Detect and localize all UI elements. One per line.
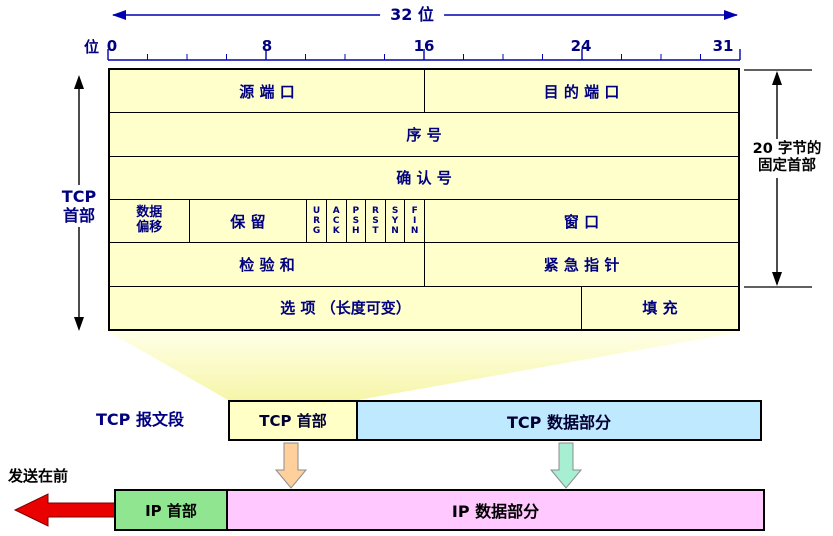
row-checksum: 检 验 和 紧 急 指 针: [110, 242, 738, 286]
tcp-header-side-label: TCP 首部: [50, 185, 108, 228]
row-seq: 序 号: [110, 112, 738, 155]
row-flags: 数据 偏移 保 留 U R G A C K P S H R S T S Y N …: [110, 198, 738, 243]
source-port-cell: 源 端 口: [239, 82, 295, 101]
tcp-data-down-arrow: [549, 442, 583, 489]
padding-cell: 填 充: [581, 286, 738, 329]
fixed-header-extent-arrow: [744, 69, 812, 288]
tick-24: 24: [570, 37, 592, 55]
window-cell: 窗 口: [424, 199, 738, 243]
tcp-header-box: TCP 首部: [228, 400, 358, 441]
data-offset-cell: 数据 偏移: [136, 205, 163, 236]
ack-num-cell: 确 认 号: [396, 169, 452, 188]
zoom-trapezoid: [109, 332, 740, 400]
checksum-cell: 检 验 和: [239, 255, 295, 274]
row-ack: 确 认 号: [110, 155, 738, 199]
send-direction-arrow: [13, 493, 118, 527]
urgent-pointer-cell: 紧 急 指 针: [424, 243, 738, 286]
row-ports: 源 端 口 目 的 端 口: [110, 70, 738, 113]
send-first-label: 发送在前: [8, 467, 69, 485]
tcp-header-down-arrow: [274, 442, 308, 489]
flag-urg-cell: U R G: [306, 199, 326, 243]
fixed-header-side-label: 20 字节的 固定首部: [741, 139, 833, 178]
options-cell: 选 项 （长度可变）: [280, 299, 411, 318]
flag-syn-cell: S Y N: [384, 199, 405, 243]
reserved-cell: 保 留: [188, 199, 307, 243]
bit-unit-label: 位: [84, 38, 100, 56]
flag-fin-cell: F I N: [404, 199, 424, 243]
tick-0: 0: [106, 37, 118, 55]
flag-psh-cell: P S H: [345, 199, 366, 243]
ip-header-box: IP 首部: [114, 489, 228, 531]
row-options: 选 项 （长度可变） 填 充: [110, 285, 738, 329]
dest-port-cell: 目 的 端 口: [424, 70, 738, 113]
seq-num-cell: 序 号: [406, 125, 442, 144]
flag-ack-cell: A C K: [325, 199, 346, 243]
tcp-header-table: 源 端 口 目 的 端 口 序 号 确 认 号 数据 偏移 保 留 U R G …: [108, 68, 740, 331]
tick-16: 16: [413, 37, 435, 55]
tcp-data-box: TCP 数据部分: [358, 400, 762, 441]
tcp-segment-label: TCP 报文段: [96, 410, 184, 429]
tick-31: 31: [712, 37, 734, 55]
flag-rst-cell: R S T: [365, 199, 385, 243]
width-label: 32 位: [380, 5, 444, 25]
tick-8: 8: [261, 37, 273, 55]
ip-data-box: IP 数据部分: [228, 489, 765, 531]
